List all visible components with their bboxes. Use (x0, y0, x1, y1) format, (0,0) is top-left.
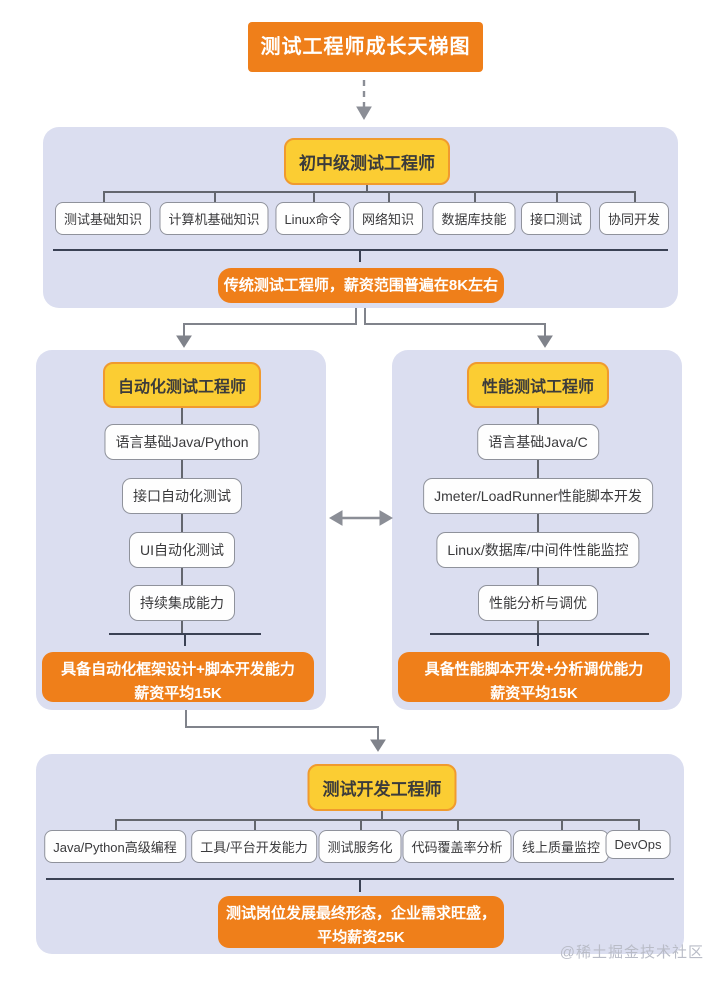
arrow-down-icon (370, 739, 386, 752)
separator-tick (359, 878, 361, 892)
chain-box: Linux/数据库/中间件性能监控 (436, 532, 640, 568)
tree-stem (366, 180, 368, 191)
chain-box: Jmeter/LoadRunner性能脚本开发 (423, 478, 653, 514)
page-title: 测试工程师成长天梯图 (248, 22, 483, 72)
chain-box: 持续集成能力 (129, 585, 235, 621)
arrow-right-icon (379, 510, 393, 526)
tree-drop (103, 191, 105, 202)
salary-banner-automation: 具备自动化框架设计+脚本开发能力 薪资平均15K (42, 652, 314, 702)
tree-drop (313, 191, 315, 202)
chain-line (181, 402, 183, 633)
skill-box: 测试服务化 (318, 830, 402, 863)
elbow-down-connector (185, 710, 386, 752)
skill-box: 网络知识 (352, 202, 424, 235)
skill-box: 协同开发 (598, 202, 670, 235)
skill-box: Linux命令 (275, 202, 351, 235)
tree-stem (381, 807, 383, 819)
chain-box: 语言基础Java/C (477, 424, 599, 460)
skill-box: Java/Python高级编程 (44, 830, 186, 863)
skill-box: 代码覆盖率分析 (402, 830, 512, 863)
arrow-down-icon (356, 106, 372, 120)
banner-text-line: 平均薪资25K (317, 929, 405, 946)
skill-box: 测试基础知识 (54, 202, 152, 235)
separator-tick (537, 633, 539, 646)
tree-drop (638, 819, 640, 830)
separator-line (430, 633, 649, 635)
tree-drop (388, 191, 390, 202)
chain-box: 性能分析与调优 (478, 585, 598, 621)
tree-drop (360, 819, 362, 830)
arrow-left-icon (329, 510, 343, 526)
branch-right-connector (364, 308, 553, 348)
tree-drop (474, 191, 476, 202)
chain-box: 语言基础Java/Python (104, 424, 260, 460)
badge-performance-engineer: 性能测试工程师 (466, 362, 610, 408)
skill-box: 工具/平台开发能力 (191, 830, 317, 863)
tree-drop (115, 819, 117, 830)
banner-text-line: 测试岗位发展最终形态，企业需求旺盛， (225, 905, 496, 922)
panel-performance-engineer: 性能测试工程师 语言基础Java/C Jmeter/LoadRunner性能脚本… (392, 350, 682, 710)
branch-left-connector (176, 308, 357, 348)
skill-box: 计算机基础知识 (159, 202, 269, 235)
tree-drop (214, 191, 216, 202)
skill-box: 接口测试 (520, 202, 592, 235)
tree-drop (634, 191, 636, 202)
chain-box: UI自动化测试 (129, 532, 235, 568)
tree-drop (254, 819, 256, 830)
skill-box: 数据库技能 (432, 202, 516, 235)
badge-automation-engineer: 自动化测试工程师 (102, 362, 262, 408)
panel-automation-engineer: 自动化测试工程师 语言基础Java/Python 接口自动化测试 UI自动化测试… (36, 350, 326, 710)
arrow-down-icon (537, 335, 553, 348)
banner-text-line: 具备性能脚本开发+分析调优能力 (424, 661, 644, 678)
skill-box: 线上质量监控 (512, 830, 610, 863)
tree-rail (115, 819, 638, 821)
arrow-down-icon (176, 335, 192, 348)
panel-junior-engineer: 初中级测试工程师 测试基础知识 计算机基础知识 Linux命令 网络知识 数据库… (43, 127, 678, 308)
chain-line (537, 402, 539, 633)
badge-testdev-engineer: 测试开发工程师 (307, 764, 457, 811)
salary-banner-testdev: 测试岗位发展最终形态，企业需求旺盛， 平均薪资25K (218, 896, 504, 948)
chain-box: 接口自动化测试 (122, 478, 242, 514)
tree-rail (103, 191, 634, 193)
banner-text-line: 薪资平均15K (490, 685, 578, 702)
tree-drop (457, 819, 459, 830)
separator-tick (184, 633, 186, 646)
panel-testdev-engineer: 测试开发工程师 Java/Python高级编程 工具/平台开发能力 测试服务化 … (36, 754, 684, 954)
watermark: @稀土掘金技术社区 (559, 944, 704, 961)
banner-text-line: 薪资平均15K (134, 685, 222, 702)
salary-banner-junior: 传统测试工程师，薪资范围普遍在8K左右 (218, 268, 504, 303)
skill-box: DevOps (605, 830, 671, 859)
dashed-arrow-connector (356, 80, 372, 120)
banner-text-line: 具备自动化框架设计+脚本开发能力 (61, 661, 295, 678)
tree-drop (556, 191, 558, 202)
salary-banner-performance: 具备性能脚本开发+分析调优能力 薪资平均15K (398, 652, 670, 702)
separator-tick (359, 249, 361, 262)
tree-drop (561, 819, 563, 830)
badge-junior-engineer: 初中级测试工程师 (284, 138, 450, 185)
double-arrow-connector (329, 510, 393, 526)
